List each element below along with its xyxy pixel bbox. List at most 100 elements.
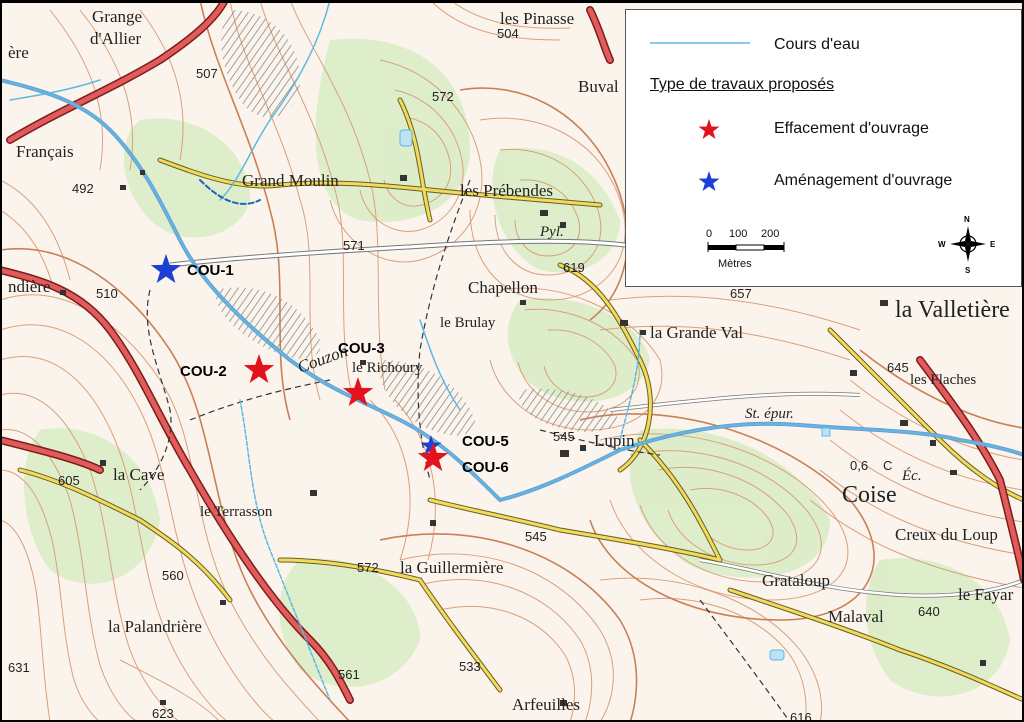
- scale-tick-100: 100: [729, 228, 748, 240]
- map-legend: Cours d'eau Type de travaux proposés Eff…: [625, 9, 1022, 287]
- place-ere: ère: [8, 43, 29, 62]
- place-ec: Éc.: [901, 467, 922, 484]
- scale-bar: 0 100 200 Mètres: [704, 228, 794, 278]
- removal-star-icon: [342, 377, 374, 406]
- place-brulay: le Brulay: [440, 315, 496, 331]
- ponds: [399, 129, 831, 661]
- place-valletiere: la Valletière: [895, 297, 1010, 323]
- altitude: 631: [8, 660, 30, 675]
- river-line-icon: [650, 42, 750, 44]
- site-markers: COU-1 COU-2 COU-3 COU-5 COU-6: [150, 254, 509, 476]
- removal-star-icon: [697, 118, 721, 147]
- place-arfeuilles: Arfeuilles: [512, 695, 580, 714]
- place-st-epur: St. épur.: [745, 406, 794, 422]
- compass-s: S: [965, 266, 971, 275]
- place-fayard: le Fayar: [958, 585, 1014, 604]
- altitude: 492: [72, 181, 94, 196]
- place-dallier: d'Allier: [90, 29, 142, 48]
- altitude: 545: [525, 529, 547, 544]
- place-chapellon: Chapellon: [468, 278, 538, 297]
- rivers: [0, 0, 1024, 701]
- place-malaval: Malaval: [828, 607, 884, 626]
- place-lupin: Lupin: [594, 431, 635, 450]
- site-label: COU-2: [180, 363, 227, 380]
- place-grand-moulin: Grand Moulin: [242, 171, 339, 190]
- place-cave: la Cave: [113, 465, 164, 484]
- scale-tick-200: 200: [761, 228, 780, 240]
- altitude: 545: [553, 429, 575, 444]
- site-cou-3[interactable]: COU-3: [338, 340, 385, 406]
- altitude: 640: [918, 604, 940, 619]
- site-cou-1[interactable]: COU-1: [150, 254, 234, 283]
- place-palandriere: la Palandrière: [108, 617, 202, 636]
- altitude: 507: [196, 66, 218, 81]
- place-grange: Grange: [92, 7, 142, 26]
- site-cou-6[interactable]: COU-6: [417, 442, 509, 476]
- yellow-roads: [17, 97, 1024, 703]
- compass-n: N: [964, 215, 970, 224]
- buildings: [60, 170, 986, 706]
- site-cou-2[interactable]: COU-2: [180, 354, 275, 383]
- development-star-icon: [420, 435, 442, 455]
- development-star-icon: [697, 170, 721, 199]
- site-label: COU-3: [338, 340, 385, 357]
- altitude: 645: [887, 360, 909, 375]
- altitude: 560: [162, 568, 184, 583]
- altitude: 605: [58, 473, 80, 488]
- legend-removal-label: Effacement d'ouvrage: [774, 120, 929, 137]
- legend-river-label: Cours d'eau: [774, 36, 860, 53]
- removal-star-icon: [243, 354, 275, 383]
- place-guillermiere: la Guillermière: [400, 558, 503, 577]
- place-richoury: le Richoury: [352, 360, 423, 376]
- place-terrasson: le Terrasson: [200, 504, 273, 520]
- scale-tick-0: 0: [706, 228, 713, 240]
- place-labels: Grange d'Allier les Pinasse Buval França…: [8, 7, 1014, 714]
- site-cou-5[interactable]: COU-5: [420, 433, 509, 455]
- legend-types-heading: Type de travaux proposés: [650, 76, 835, 93]
- place-grande-val: la Grande Val: [650, 323, 743, 342]
- top-rule: [0, 0, 1024, 3]
- place-ndiere: ndière: [8, 277, 50, 296]
- altitude: 572: [432, 89, 454, 104]
- scale-unit: Mètres: [718, 258, 752, 270]
- site-label: COU-6: [462, 459, 509, 476]
- minor-roads: [169, 238, 1024, 598]
- altitude: 510: [96, 286, 118, 301]
- place-buval: Buval: [578, 77, 619, 96]
- place-creux: Creux du Loup: [895, 525, 998, 544]
- compass-icon: N S W E: [938, 215, 996, 275]
- altitude: 572: [357, 560, 379, 575]
- place-pinasse: les Pinasse: [500, 9, 574, 28]
- altitude-labels: 504 507 572 492 571 619 510 657 645 545 …: [8, 26, 940, 722]
- development-star-icon: [150, 254, 182, 283]
- place-pyl: Pyl.: [539, 224, 564, 240]
- compass-w: W: [938, 240, 946, 249]
- footpaths: [139, 179, 791, 722]
- legend-river-row: [650, 40, 750, 46]
- legend-development-label: Aménagement d'ouvrage: [774, 172, 953, 189]
- place-coise: Coise: [842, 482, 897, 508]
- site-label: COU-1: [187, 262, 234, 279]
- altitude: 504: [497, 26, 519, 41]
- altitude: C: [883, 458, 892, 473]
- altitude: 571: [343, 238, 365, 253]
- altitude: 0,6: [850, 458, 868, 473]
- scale-bar-graphic: [707, 242, 785, 252]
- place-francais: Français: [16, 142, 74, 161]
- compass-e: E: [990, 240, 996, 249]
- compass-rose: N S W E: [938, 212, 998, 276]
- altitude: 619: [563, 260, 585, 275]
- place-prebendes: les Prébendes: [460, 181, 553, 200]
- place-grataloup: Grataloup: [762, 571, 830, 590]
- altitude: 561: [338, 667, 360, 682]
- place-flaches: les Flaches: [910, 372, 976, 388]
- altitude: 623: [152, 706, 174, 721]
- main-roads: [0, 0, 1024, 704]
- hatched-slopes: [215, 10, 620, 436]
- altitude: 616: [790, 710, 812, 722]
- removal-star-icon: [417, 442, 449, 471]
- altitude: 657: [730, 286, 752, 301]
- altitude: 533: [459, 659, 481, 674]
- site-label: COU-5: [462, 433, 509, 450]
